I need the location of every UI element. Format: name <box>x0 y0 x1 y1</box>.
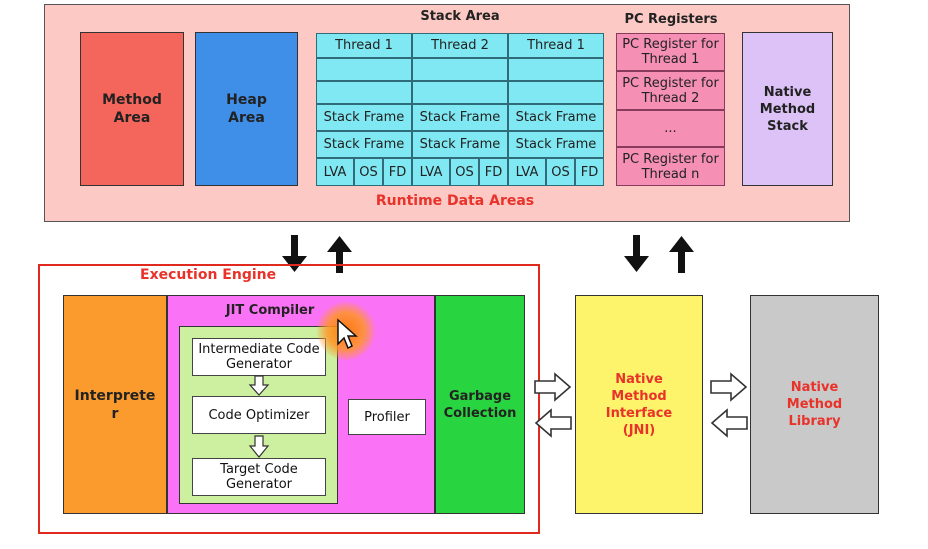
intermediate-code-generator-box: Intermediate Code Generator <box>192 338 326 376</box>
garbage-collection-box: Garbage Collection <box>435 295 525 514</box>
os-cell: OS <box>354 158 383 186</box>
runtime-data-areas-label: Runtime Data Areas <box>375 193 535 209</box>
execution-engine-frame <box>38 264 540 534</box>
code-optimizer-box: Code Optimizer <box>192 396 326 434</box>
pipeline-arrow-down-icon <box>248 375 270 396</box>
stack-frame: Stack Frame <box>412 131 508 158</box>
target-code-generator-box: Target Code Generator <box>192 458 326 496</box>
native-method-stack-box: Native Method Stack <box>742 32 833 186</box>
runtime-jni-arrows <box>624 235 694 273</box>
garbage-collection-label: Garbage Collection <box>443 388 517 421</box>
mouse-pointer-icon <box>337 318 358 350</box>
thread-header-3: Thread 1 <box>508 33 604 58</box>
engine-jni-arrows <box>534 372 572 438</box>
lva-cell: LVA <box>508 158 546 186</box>
stack-area-title: Stack Area <box>420 8 500 24</box>
native-method-library-label: Native Method Library <box>786 380 843 429</box>
thread-header-2: Thread 2 <box>412 33 508 58</box>
native-method-interface-label: Native Method Interface (JNI) <box>605 371 673 438</box>
pipeline-arrow-down-icon <box>248 435 270 458</box>
thread-header-1: Thread 1 <box>316 33 412 58</box>
arrow-right-icon <box>710 372 748 402</box>
arrow-up-icon <box>669 236 694 273</box>
native-method-stack-label: Native Method Stack <box>759 84 816 134</box>
fd-cell: FD <box>383 158 412 186</box>
stack-empty-row <box>316 81 412 104</box>
arrow-up-icon <box>327 236 352 273</box>
stack-frame: Stack Frame <box>316 104 412 131</box>
stack-frame: Stack Frame <box>508 131 604 158</box>
profiler-box: Profiler <box>348 399 426 435</box>
arrow-right-icon <box>534 372 572 402</box>
native-method-library-box: Native Method Library <box>750 295 879 514</box>
pc-register-thread-n: PC Register for Thread n <box>616 147 725 186</box>
arrow-left-icon <box>710 408 748 438</box>
stack-empty-row <box>412 58 508 81</box>
stack-empty-row <box>508 58 604 81</box>
pc-registers-title: PC Registers <box>624 11 718 27</box>
interpreter-box: Interpreter <box>63 295 167 514</box>
stack-empty-row <box>508 81 604 104</box>
stack-frame: Stack Frame <box>508 104 604 131</box>
method-area-box: Method Area <box>80 32 184 186</box>
fd-cell: FD <box>479 158 508 186</box>
jni-library-arrows <box>710 372 748 438</box>
stack-area-grid: Thread 1 Thread 2 Thread 1 Stack Frame S… <box>316 33 604 186</box>
pc-register-thread-1: PC Register for Thread 1 <box>616 33 725 71</box>
pc-register-thread-2: PC Register for Thread 2 <box>616 71 725 110</box>
fd-cell: FD <box>575 158 604 186</box>
lva-cell: LVA <box>316 158 354 186</box>
heap-area-box: Heap Area <box>195 32 298 186</box>
lva-cell: LVA <box>412 158 450 186</box>
arrow-left-icon <box>534 408 572 438</box>
method-area-label: Method Area <box>102 92 162 126</box>
interpreter-label: Interpreter <box>74 387 156 422</box>
stack-frame: Stack Frame <box>316 131 412 158</box>
jit-compiler-label: JIT Compiler <box>225 302 315 318</box>
arrow-down-icon <box>624 235 649 272</box>
stack-empty-row <box>412 81 508 104</box>
os-cell: OS <box>450 158 479 186</box>
native-method-interface-box: Native Method Interface (JNI) <box>575 295 703 514</box>
os-cell: OS <box>546 158 575 186</box>
stack-frame: Stack Frame <box>412 104 508 131</box>
stack-empty-row <box>316 58 412 81</box>
execution-engine-label: Execution Engine <box>140 267 277 283</box>
pc-register-ellipsis: ... <box>616 110 725 147</box>
heap-area-label: Heap Area <box>226 92 267 126</box>
